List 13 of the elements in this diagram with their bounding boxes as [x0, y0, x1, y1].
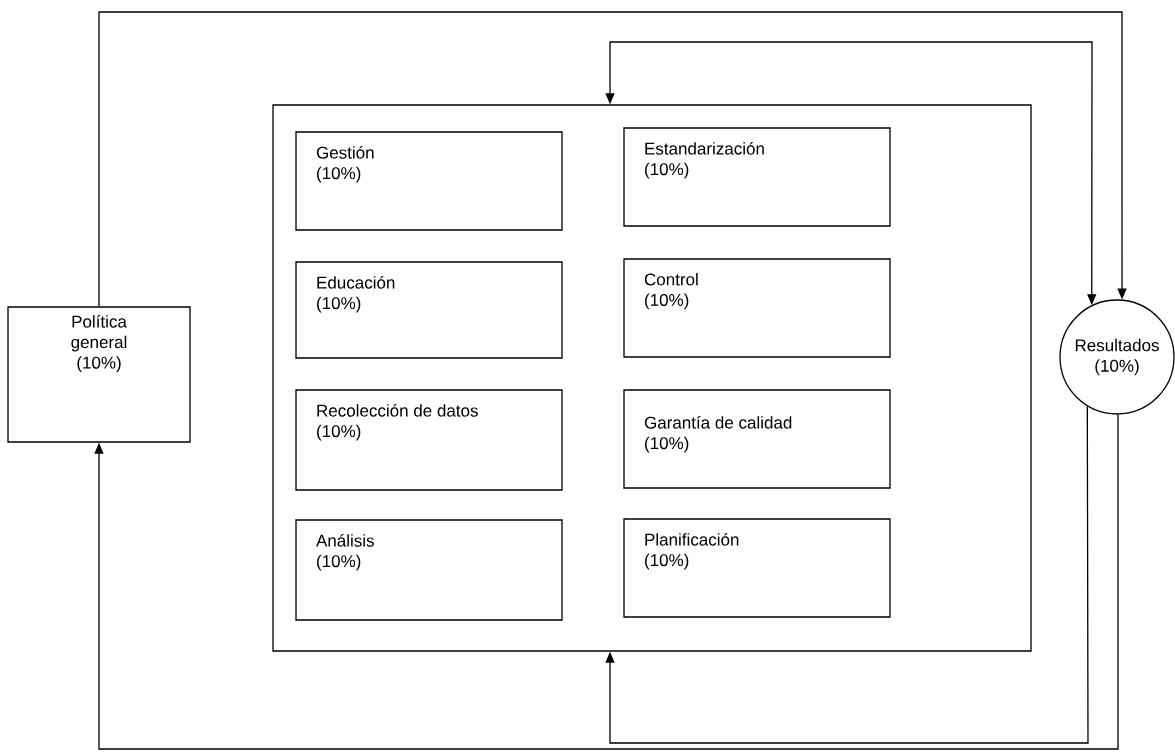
arrow	[98, 11, 1127, 307]
process-box: Planificación (10%)	[623, 518, 891, 618]
frame-box	[272, 104, 1032, 652]
process-box: Garantía de calidad (10%)	[623, 389, 891, 489]
process-box: Educación (10%)	[295, 261, 563, 359]
arrow	[605, 405, 1089, 744]
process-box: Estandarización (10%)	[623, 127, 891, 227]
process-box: Análisis (10%)	[295, 519, 563, 621]
arrow	[94, 414, 1119, 750]
process-box: Control (10%)	[623, 258, 891, 358]
process-box: Gestión (10%)	[295, 131, 563, 231]
process-box: Recolección de datos (10%)	[295, 389, 563, 491]
process-box: Política general (10%)	[7, 306, 191, 443]
